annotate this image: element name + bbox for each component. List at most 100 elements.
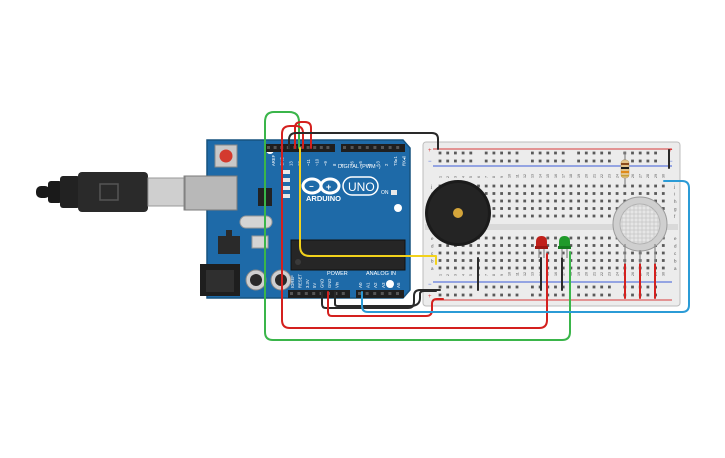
- breadboard-hole[interactable]: [577, 266, 580, 270]
- breadboard-hole[interactable]: [561, 192, 565, 195]
- breadboard-hole[interactable]: [515, 199, 519, 203]
- breadboard-hole[interactable]: [608, 285, 611, 289]
- breadboard-hole[interactable]: [554, 244, 557, 247]
- breadboard-hole[interactable]: [438, 285, 442, 289]
- breadboard-hole[interactable]: [608, 293, 611, 297]
- breadboard-hole[interactable]: [554, 184, 557, 188]
- breadboard-hole[interactable]: [661, 192, 665, 195]
- breadboard-hole[interactable]: [584, 159, 588, 163]
- breadboard-hole[interactable]: [577, 192, 580, 195]
- breadboard-hole[interactable]: [592, 266, 596, 270]
- breadboard-hole[interactable]: [492, 259, 496, 262]
- breadboard-hole[interactable]: [561, 151, 565, 155]
- breadboard-hole[interactable]: [507, 244, 511, 247]
- breadboard-hole[interactable]: [584, 293, 588, 297]
- breadboard-hole[interactable]: [577, 151, 580, 155]
- breadboard-hole[interactable]: [608, 236, 611, 240]
- breadboard-hole[interactable]: [661, 266, 665, 270]
- breadboard-hole[interactable]: [507, 199, 511, 203]
- breadboard-hole[interactable]: [538, 293, 542, 297]
- resistor-icon[interactable]: [620, 152, 630, 185]
- breadboard-hole[interactable]: [523, 251, 527, 255]
- breadboard-hole[interactable]: [615, 184, 619, 188]
- wire-blue-a0[interactable]: [361, 180, 690, 313]
- breadboard-hole[interactable]: [523, 214, 527, 218]
- breadboard-hole[interactable]: [546, 184, 550, 188]
- breadboard-hole[interactable]: [661, 251, 665, 255]
- breadboard-hole[interactable]: [600, 192, 604, 195]
- breadboard-hole[interactable]: [523, 259, 527, 262]
- wire-black-gnd2[interactable]: [334, 290, 437, 307]
- breadboard-hole[interactable]: [592, 207, 596, 210]
- breadboard-hole[interactable]: [484, 251, 488, 255]
- breadboard-hole[interactable]: [515, 266, 519, 270]
- breadboard-hole[interactable]: [531, 236, 534, 240]
- breadboard-hole[interactable]: [623, 184, 627, 188]
- breadboard-hole[interactable]: [569, 236, 573, 240]
- breadboard-hole[interactable]: [615, 192, 619, 195]
- breadboard-hole[interactable]: [500, 192, 503, 195]
- breadboard-hole[interactable]: [561, 184, 565, 188]
- breadboard-hole[interactable]: [461, 285, 465, 289]
- breadboard-hole[interactable]: [600, 244, 604, 247]
- breadboard-hole[interactable]: [446, 259, 450, 262]
- header-pin[interactable]: [297, 292, 301, 295]
- breadboard-hole[interactable]: [600, 199, 604, 203]
- breadboard-hole[interactable]: [454, 159, 457, 163]
- gas-sensor-icon[interactable]: [612, 196, 668, 264]
- breadboard-hole[interactable]: [561, 251, 565, 255]
- breadboard-hole[interactable]: [638, 151, 642, 155]
- breadboard-hole[interactable]: [569, 184, 573, 188]
- header-pin[interactable]: [326, 146, 330, 149]
- breadboard-hole[interactable]: [546, 199, 550, 203]
- breadboard-hole[interactable]: [523, 192, 527, 195]
- breadboard-hole[interactable]: [500, 236, 503, 240]
- breadboard-hole[interactable]: [446, 293, 450, 297]
- breadboard-hole[interactable]: [461, 259, 465, 262]
- breadboard-hole[interactable]: [631, 184, 634, 188]
- breadboard-hole[interactable]: [531, 266, 534, 270]
- breadboard-hole[interactable]: [438, 293, 442, 297]
- breadboard-hole[interactable]: [446, 251, 450, 255]
- breadboard-hole[interactable]: [492, 207, 496, 210]
- wire-yellow[interactable]: [299, 147, 437, 265]
- breadboard-hole[interactable]: [507, 259, 511, 262]
- breadboard-hole[interactable]: [592, 151, 596, 155]
- breadboard-hole[interactable]: [600, 184, 604, 188]
- breadboard-hole[interactable]: [500, 293, 503, 297]
- breadboard-hole[interactable]: [592, 244, 596, 247]
- breadboard-hole[interactable]: [592, 192, 596, 195]
- breadboard-hole[interactable]: [646, 192, 650, 195]
- breadboard-hole[interactable]: [577, 184, 580, 188]
- header-pin[interactable]: [306, 146, 310, 149]
- breadboard-hole[interactable]: [492, 184, 496, 188]
- breadboard-hole[interactable]: [461, 266, 465, 270]
- breadboard-hole[interactable]: [661, 259, 665, 262]
- breadboard-hole[interactable]: [592, 184, 596, 188]
- breadboard-hole[interactable]: [446, 159, 450, 163]
- breadboard-hole[interactable]: [577, 251, 580, 255]
- breadboard-hole[interactable]: [531, 259, 534, 262]
- breadboard-hole[interactable]: [631, 293, 634, 297]
- breadboard-hole[interactable]: [638, 192, 642, 195]
- led-green[interactable]: [558, 236, 571, 258]
- breadboard-hole[interactable]: [484, 244, 488, 247]
- breadboard-hole[interactable]: [584, 207, 588, 210]
- piezo-buzzer-icon[interactable]: [425, 180, 491, 246]
- breadboard-hole[interactable]: [592, 159, 596, 163]
- breadboard-hole[interactable]: [654, 192, 657, 195]
- breadboard-hole[interactable]: [492, 293, 496, 297]
- breadboard-hole[interactable]: [492, 244, 496, 247]
- breadboard-hole[interactable]: [577, 285, 580, 289]
- breadboard-hole[interactable]: [631, 259, 634, 262]
- breadboard-hole[interactable]: [584, 151, 588, 155]
- breadboard-hole[interactable]: [461, 293, 465, 297]
- breadboard-hole[interactable]: [584, 244, 588, 247]
- breadboard-hole[interactable]: [584, 184, 588, 188]
- breadboard-hole[interactable]: [438, 259, 442, 262]
- breadboard-hole[interactable]: [661, 199, 665, 203]
- breadboard-hole[interactable]: [569, 199, 573, 203]
- breadboard-hole[interactable]: [631, 192, 634, 195]
- breadboard-hole[interactable]: [477, 251, 480, 255]
